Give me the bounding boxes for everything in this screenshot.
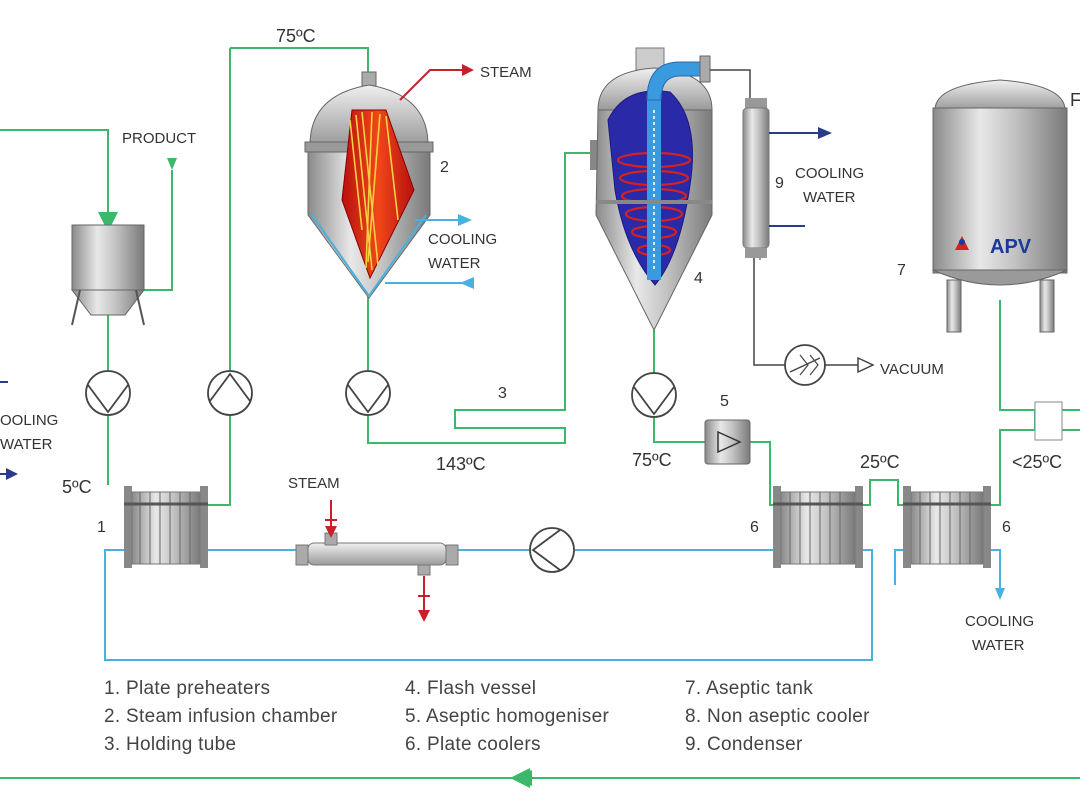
cooling-label-9b: WATER <box>803 189 856 206</box>
steam-label-top: STEAM <box>480 64 532 81</box>
cooling-label-left-b: WATER <box>0 436 53 453</box>
tubular-heater <box>295 532 459 576</box>
apv-logo-text: APV <box>990 236 1032 258</box>
legend-item-1: 1. Plate preheaters <box>104 678 270 699</box>
legend-item-5: 5. Aseptic homogeniser <box>405 706 609 727</box>
temp-25: 25ºC <box>860 452 900 472</box>
cooling-water-arrows-left <box>0 381 18 480</box>
aseptic-tank <box>932 79 1068 333</box>
product-in-arrow-icon <box>167 158 177 170</box>
steam-infusion-chamber <box>304 71 434 299</box>
item-number-4: 4 <box>694 270 703 287</box>
pump-icon <box>529 527 575 573</box>
steam-arrows-bottom <box>325 500 430 622</box>
flow-arrow-icon <box>512 770 532 786</box>
flash-vessel <box>590 47 713 332</box>
temp-5: 5ºC <box>62 477 92 497</box>
cooling-label-9a: COOLING <box>795 165 864 182</box>
cooling-water-arrows-9 <box>769 127 832 227</box>
cooling-out-arrow-icon <box>995 588 1005 600</box>
product-lines <box>0 47 1080 788</box>
vacuum-pump-icon <box>784 344 826 386</box>
product-label: PRODUCT <box>122 130 196 147</box>
item-number-1: 1 <box>97 519 106 536</box>
heat-exchanger-icon <box>124 486 208 568</box>
legend: 1. Plate preheaters 2. Steam infusion ch… <box>104 678 870 755</box>
cooling-label-bottom-b: WATER <box>972 637 1025 654</box>
temp-75-top: 75ºC <box>276 26 316 46</box>
steam-inlet-arrow <box>399 64 474 101</box>
item-number-9: 9 <box>775 175 784 192</box>
temp-lt25: <25ºC <box>1012 452 1062 472</box>
legend-item-3: 3. Holding tube <box>104 734 236 755</box>
legend-item-9: 9. Condenser <box>685 734 803 755</box>
feed-tank <box>70 224 146 326</box>
pump-icon <box>631 372 677 418</box>
cooling-label-bottom-a: COOLING <box>965 613 1034 630</box>
vacuum-label: VACUUM <box>880 361 944 378</box>
pump-icon <box>85 370 131 416</box>
item-number-7: 7 <box>897 262 906 279</box>
steam-label-bottom: STEAM <box>288 475 340 492</box>
heat-exchanger-icon <box>903 486 991 568</box>
heat-exchanger-icon <box>773 486 863 568</box>
item-number-6b: 6 <box>1002 519 1011 536</box>
item-number-5: 5 <box>720 393 729 410</box>
pump-icon <box>207 370 253 416</box>
cooling-water-arrows-2 <box>385 214 474 289</box>
legend-item-2: 2. Steam infusion chamber <box>104 706 338 727</box>
edge-letter: F <box>1070 90 1080 110</box>
item-number-3: 3 <box>498 385 507 402</box>
cooling-label-2a: COOLING <box>428 231 497 248</box>
pump-icon <box>345 370 391 416</box>
homogeniser-icon <box>704 419 751 465</box>
item-number-2: 2 <box>440 159 449 176</box>
cooling-label-left-a: OOLING <box>0 412 58 429</box>
legend-item-8: 8. Non aseptic cooler <box>685 706 870 727</box>
condenser <box>742 98 770 260</box>
item-number-6a: 6 <box>750 519 759 536</box>
cooling-label-2b: WATER <box>428 255 481 272</box>
legend-item-6: 6. Plate coolers <box>405 734 541 755</box>
legend-item-4: 4. Flash vessel <box>405 678 536 699</box>
legend-item-7: 7. Aseptic tank <box>685 678 813 699</box>
temp-75-mid: 75ºC <box>632 450 672 470</box>
temp-143: 143ºC <box>436 454 486 474</box>
